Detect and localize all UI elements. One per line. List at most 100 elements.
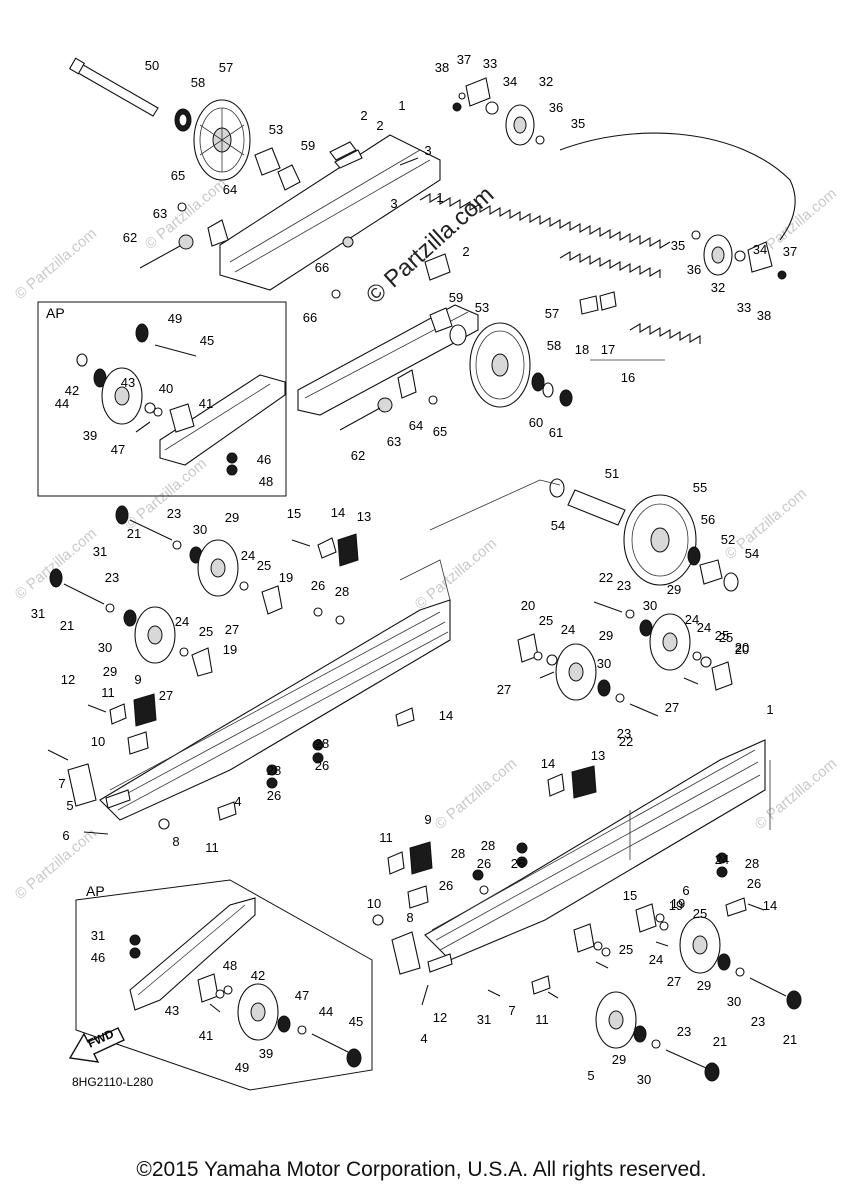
callout-number: 61 (549, 425, 563, 440)
callout-number: 11 (535, 1012, 549, 1027)
callout-number: 21 (127, 526, 141, 541)
callout-number: 28 (745, 856, 759, 871)
callout-number: 25 (257, 558, 271, 573)
ap-label: AP (46, 305, 65, 321)
callout-number: 35 (571, 116, 585, 131)
callout-number: 60 (529, 415, 543, 430)
callout-number: 24 (241, 548, 255, 563)
callout-number: 40 (159, 381, 173, 396)
callout-number: 27 (497, 682, 511, 697)
callout-number: 2 (462, 244, 469, 259)
callout-number: 52 (721, 532, 735, 547)
callout-number: 24 (685, 612, 699, 627)
callout-number: 6 (682, 883, 689, 898)
callout-number: 13 (591, 748, 605, 763)
callout-number: 31 (91, 928, 105, 943)
middle-upper-assembly (297, 253, 573, 431)
callout-number: 25 (719, 630, 733, 645)
callout-number: 21 (713, 1034, 727, 1049)
callout-number: 26 (511, 856, 525, 871)
callout-number: 1 (398, 98, 405, 113)
callout-number: 30 (98, 640, 112, 655)
callout-number: 24 (561, 622, 575, 637)
callout-number: 9 (424, 812, 431, 827)
callout-number: 19 (279, 570, 293, 585)
callout-number: 35 (671, 238, 685, 253)
callout-number: 27 (665, 700, 679, 715)
callout-number: 34 (503, 74, 517, 89)
ap-detail-box-bottom: AP (75, 879, 373, 1091)
callout-number: 29 (612, 1052, 626, 1067)
callout-number: 3 (424, 143, 431, 158)
watermark: © Partzilla.com (722, 485, 810, 563)
watermark: © Partzilla.com (432, 755, 520, 833)
callout-number: 26 (267, 788, 281, 803)
callout-number: 54 (745, 546, 759, 561)
callout-number: 20 (735, 642, 749, 657)
callout-number: 45 (200, 333, 214, 348)
callout-number: 43 (121, 375, 135, 390)
callout-number: 25 (715, 628, 729, 643)
callout-number: 4 (234, 794, 241, 809)
callout-number: 39 (83, 428, 97, 443)
callout-number: 28 (451, 846, 465, 861)
callout-number: 25 (619, 942, 633, 957)
callout-number: 4 (420, 1031, 427, 1046)
callout-number: 50 (145, 58, 159, 73)
track-and-idlers (419, 77, 796, 361)
callout-number: 41 (199, 396, 213, 411)
callout-number: 57 (219, 60, 233, 75)
callout-number: 27 (667, 974, 681, 989)
callout-number: 5 (587, 1068, 594, 1083)
top-left-assembly (68, 57, 441, 291)
callout-number: 31 (31, 606, 45, 621)
callout-number: 30 (637, 1072, 651, 1087)
callout-number: 20 (735, 640, 749, 655)
callout-number: 6 (62, 828, 69, 843)
callout-number: 26 (747, 876, 761, 891)
callout-number: 26 (311, 578, 325, 593)
callout-number: 37 (457, 52, 471, 67)
callout-number: 42 (65, 383, 79, 398)
callout-number: 1 (766, 702, 773, 717)
callout-number: 48 (223, 958, 237, 973)
callout-number: 21 (60, 618, 74, 633)
callout-number: 5 (66, 798, 73, 813)
center-shaft-assembly (429, 478, 739, 592)
callout-number: 49 (168, 311, 182, 326)
callout-number: 29 (697, 978, 711, 993)
callout-number: 49 (235, 1060, 249, 1075)
callout-number: 47 (111, 442, 125, 457)
callout-number: 8 (406, 910, 413, 925)
callout-number: 53 (475, 300, 489, 315)
callout-number: 2 (360, 108, 367, 123)
fwd-arrow-icon: FWD (68, 1026, 125, 1063)
callout-number: 14 (763, 898, 777, 913)
callout-number: 44 (319, 1004, 333, 1019)
callout-number: 46 (257, 452, 271, 467)
callout-number: 23 (105, 570, 119, 585)
callout-number: 10 (367, 896, 381, 911)
callout-number: 38 (435, 60, 449, 75)
callout-number: 28 (335, 584, 349, 599)
callout-number: 31 (93, 544, 107, 559)
callout-number: 30 (643, 598, 657, 613)
ap-label: AP (86, 883, 105, 899)
callout-number: 58 (547, 338, 561, 353)
callout-number: 48 (259, 474, 273, 489)
ap-detail-box-top: AP (37, 301, 287, 497)
callout-number: 22 (619, 734, 633, 749)
callout-number: 47 (295, 988, 309, 1003)
callout-number: 45 (349, 1014, 363, 1029)
callout-number: 15 (623, 888, 637, 903)
callout-number: 26 (315, 758, 329, 773)
callout-number: 62 (123, 230, 137, 245)
callout-number: 9 (134, 672, 141, 687)
callout-number: 30 (193, 522, 207, 537)
callout-number: 54 (551, 518, 565, 533)
callout-number: 55 (693, 480, 707, 495)
callout-number: 29 (599, 628, 613, 643)
callout-number: 2 (376, 118, 383, 133)
callout-number: 24 (715, 852, 729, 867)
